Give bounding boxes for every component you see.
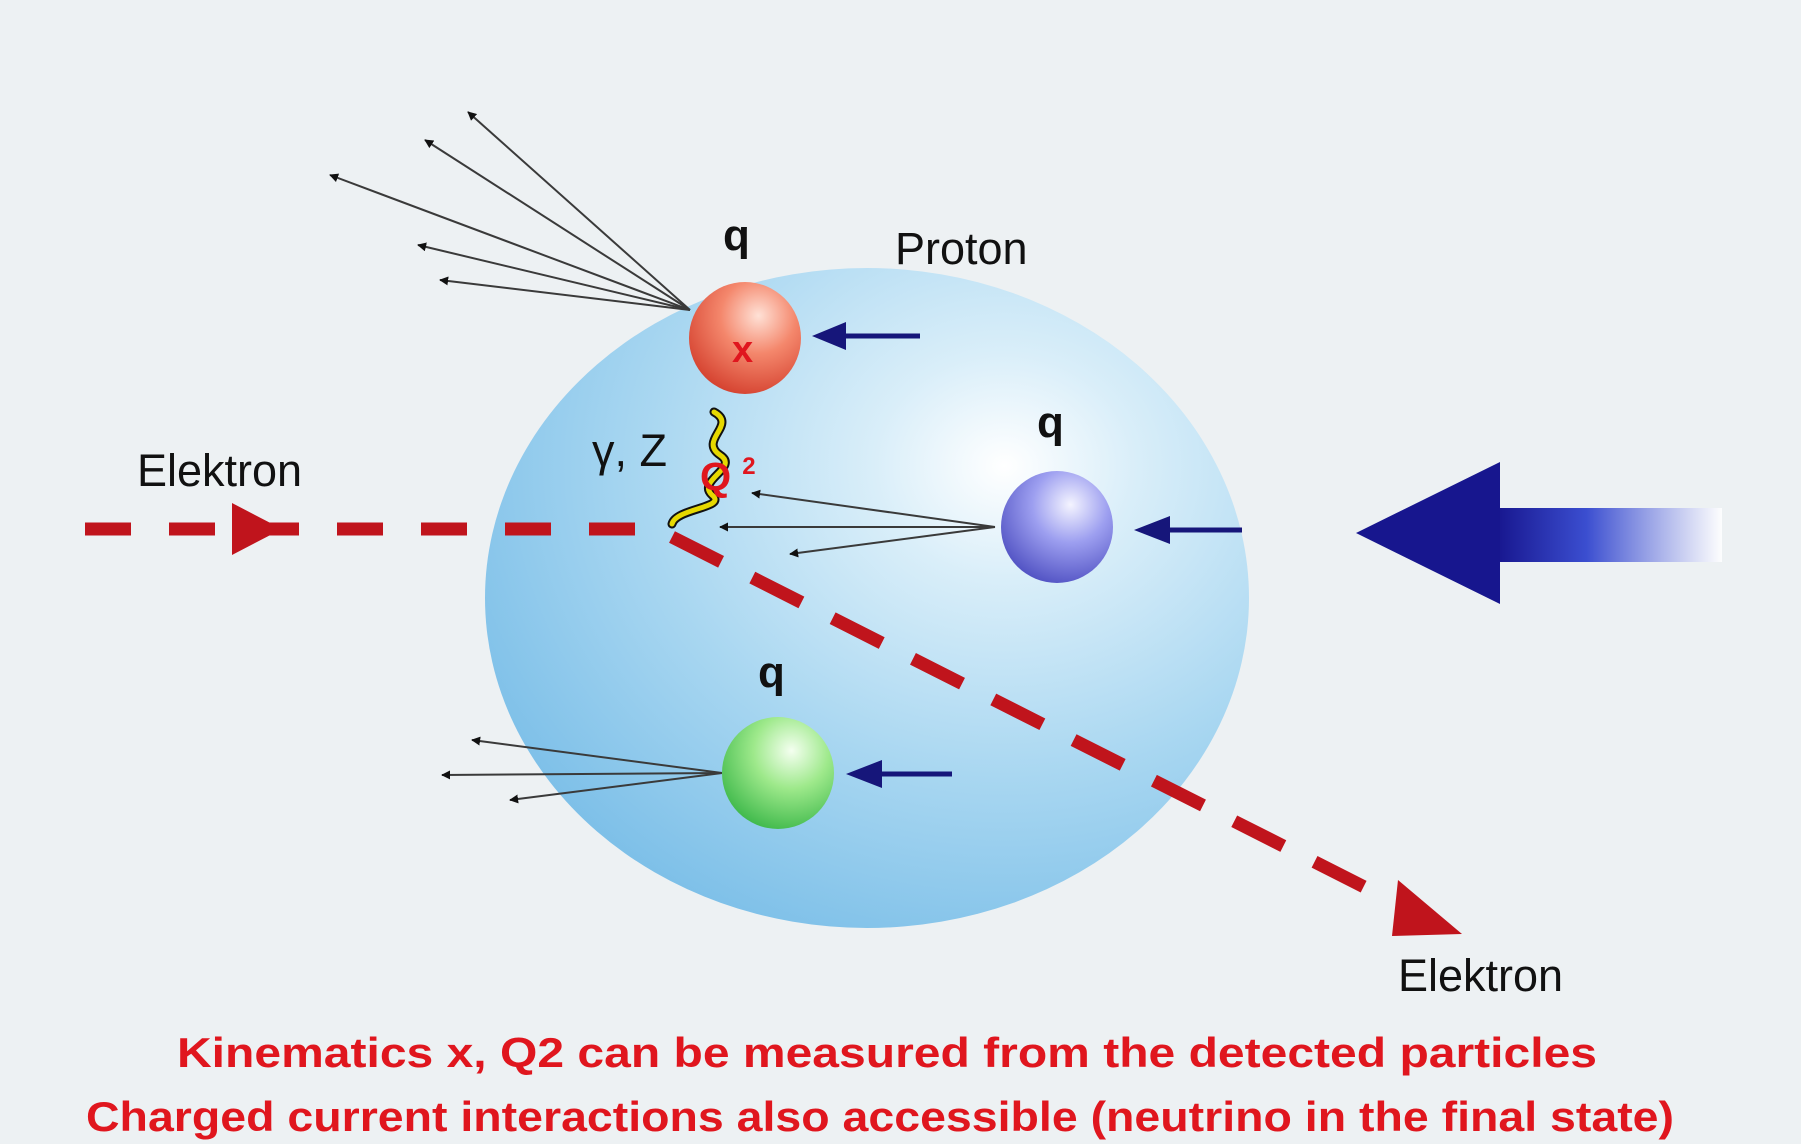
boson-line-highlight [669,409,728,527]
jet-track [439,276,691,311]
arrow-left-icon [1356,462,1500,604]
middle-quark-tracks [719,489,996,558]
boson-label: γ, Z [592,425,667,476]
quark-track [471,736,723,774]
arrow-left-icon [812,322,846,350]
electron-out-label: Elektron [1398,950,1563,1001]
jet-track [329,173,691,311]
arrow-left-icon [1134,516,1170,544]
quark-label-top: q [723,211,750,260]
caption-line-1: Kinematics x, Q2 can be measured from th… [177,1029,1597,1076]
scattered-electron-path [669,531,1393,906]
arrow-right-icon [232,503,282,555]
quark-middle [1001,471,1113,583]
quark-track [751,489,996,528]
proton-beam-arrow [1356,462,1722,604]
quark-bottom [722,717,834,829]
caption-line-2: Charged current interactions also access… [86,1093,1674,1140]
proton-label: Proton [895,223,1028,274]
q-squared-superscript: 2 [742,453,755,480]
quark-top [689,282,801,394]
top-quark-jet [329,111,691,311]
arrow-down-right-icon [1392,880,1462,936]
jet-track [417,242,691,311]
quark-momentum-arrows [812,322,1242,788]
arrow-left-icon [846,760,882,788]
jet-track [424,139,691,311]
q-squared-label: Q 2 [700,453,756,499]
electron-in-label: Elektron [137,445,302,496]
jet-track [467,111,691,311]
quark-track [789,526,996,558]
quark-track [509,772,723,804]
momentum-fraction-label: x [732,329,753,371]
quark-label-middle: q [1037,398,1064,447]
quark-track [441,770,723,780]
bottom-quark-tracks [441,736,723,804]
q-squared-base: Q [700,455,731,499]
proton-sphere [485,268,1249,928]
quark-label-bottom: q [758,648,785,697]
